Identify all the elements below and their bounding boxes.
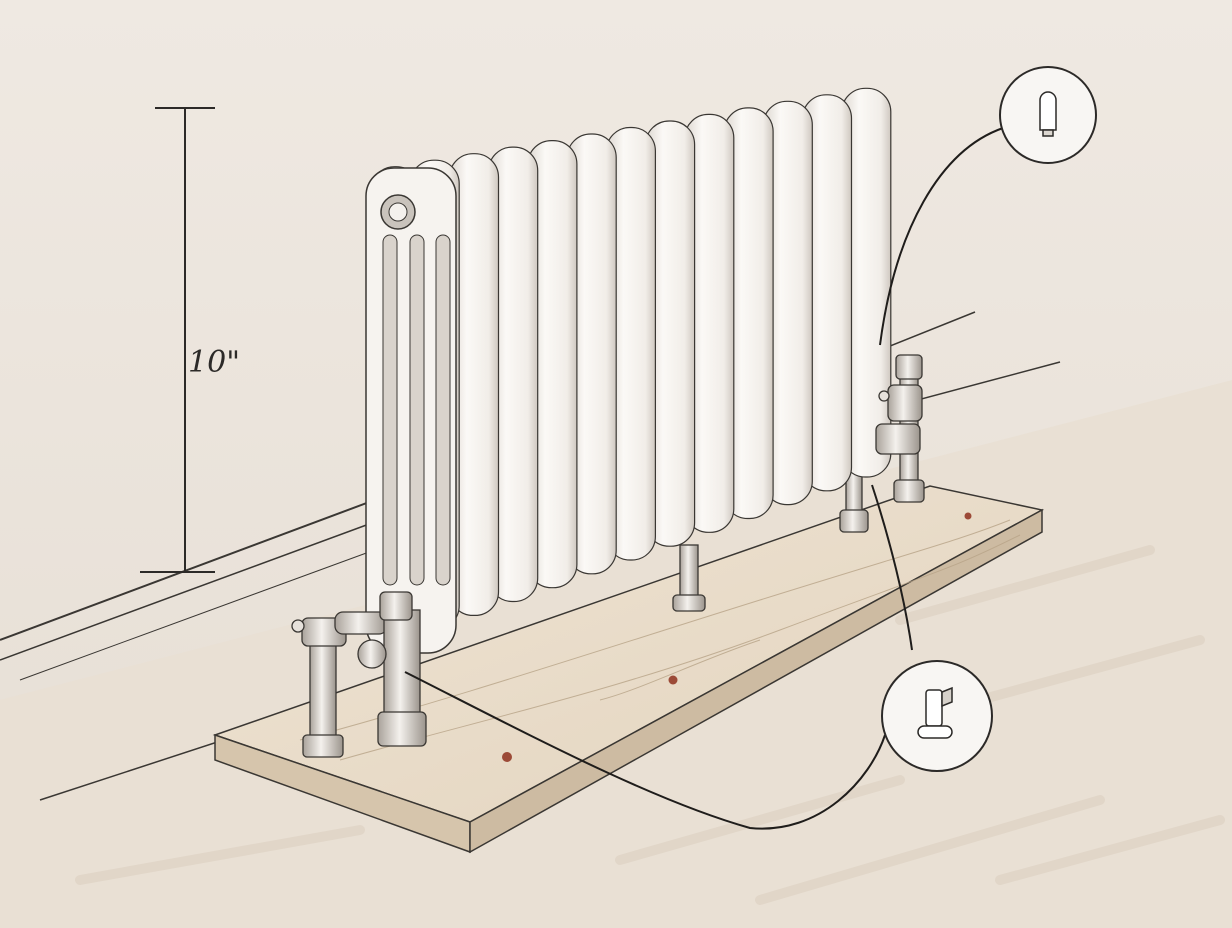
height-dimension bbox=[140, 107, 215, 573]
bleed-key-icon bbox=[1039, 91, 1057, 137]
height-unit: " bbox=[226, 345, 240, 380]
bleed-valve-cap bbox=[388, 202, 408, 222]
height-label: 10 bbox=[188, 345, 226, 380]
callout-top bbox=[999, 66, 1097, 164]
plank-knot bbox=[668, 675, 678, 685]
baseboard bbox=[0, 311, 1061, 801]
radiator-slot bbox=[409, 234, 425, 586]
callout-leaders bbox=[404, 127, 1004, 830]
right-valve-assembly bbox=[875, 354, 925, 503]
svg-text:10": 10" bbox=[188, 345, 240, 380]
radiator-slot bbox=[382, 234, 398, 586]
callout-bottom bbox=[881, 660, 993, 772]
left-valve-assembly bbox=[291, 591, 427, 758]
radiator-feet bbox=[672, 469, 869, 612]
plank-knot bbox=[964, 512, 972, 520]
radiator-slot bbox=[435, 234, 451, 586]
floor-texture bbox=[75, 545, 1225, 905]
valve-key-icon bbox=[917, 686, 953, 739]
radiator bbox=[365, 87, 892, 654]
plank-knot bbox=[502, 752, 512, 762]
